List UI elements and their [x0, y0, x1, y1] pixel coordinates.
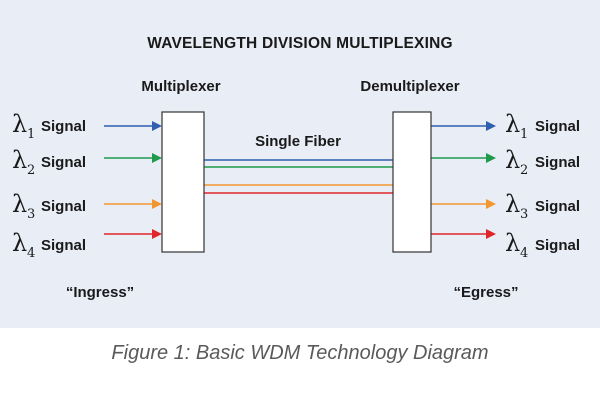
lambda-symbol: λ: [505, 146, 520, 174]
multiplexer-box: [161, 111, 205, 253]
demultiplexer-box: [392, 111, 432, 253]
signal-arrows: [104, 121, 496, 239]
lambda-symbol: λ: [12, 110, 27, 138]
output-signal-label-4: λ 4 Signal: [505, 229, 580, 261]
signal-word: Signal: [41, 118, 86, 135]
input-signal-label-3: λ 3 Signal: [12, 190, 86, 222]
input-signal-label-4: λ 4 Signal: [12, 229, 86, 261]
signal-word: Signal: [41, 198, 86, 215]
lambda-subscript: 3: [27, 207, 35, 222]
figure-caption: Figure 1: Basic WDM Technology Diagram: [111, 342, 489, 364]
lambda-subscript: 2: [520, 163, 528, 178]
lambda-subscript: 4: [27, 246, 35, 261]
output-signal-label-3: λ 3 Signal: [505, 190, 580, 222]
lambda-subscript: 3: [520, 207, 528, 222]
lambda-symbol: λ: [12, 229, 27, 257]
signal-word: Signal: [535, 198, 580, 215]
lambda-symbol: λ: [505, 190, 520, 218]
lambda-symbol: λ: [505, 110, 520, 138]
lambda-symbol: λ: [505, 229, 520, 257]
ingress-label: “Ingress”: [66, 284, 134, 301]
signal-word: Signal: [41, 237, 86, 254]
diagram-panel: [0, 0, 600, 328]
input-signal-label-2: λ 2 Signal: [12, 146, 86, 178]
lambda-subscript: 2: [27, 163, 35, 178]
demultiplexer-label: Demultiplexer: [360, 78, 459, 95]
wdm-diagram: WAVELENGTH DIVISION MULTIPLEXING Multipl…: [12, 35, 580, 301]
signal-word: Signal: [535, 237, 580, 254]
output-signal-label-2: λ 2 Signal: [505, 146, 580, 178]
input-signal-label-1: λ 1 Signal: [12, 110, 86, 142]
lambda-symbol: λ: [12, 190, 27, 218]
egress-label: “Egress”: [453, 284, 518, 301]
signal-word: Signal: [535, 118, 580, 135]
diagram-title: WAVELENGTH DIVISION MULTIPLEXING: [147, 35, 453, 52]
signal-word: Signal: [535, 154, 580, 171]
single-fiber-label: Single Fiber: [255, 133, 341, 150]
lambda-subscript: 1: [520, 127, 528, 142]
output-signal-label-1: λ 1 Signal: [505, 110, 580, 142]
lambda-subscript: 4: [520, 246, 528, 261]
lambda-symbol: λ: [12, 146, 27, 174]
multiplexer-label: Multiplexer: [141, 78, 220, 95]
lambda-subscript: 1: [27, 127, 35, 142]
signal-word: Signal: [41, 154, 86, 171]
